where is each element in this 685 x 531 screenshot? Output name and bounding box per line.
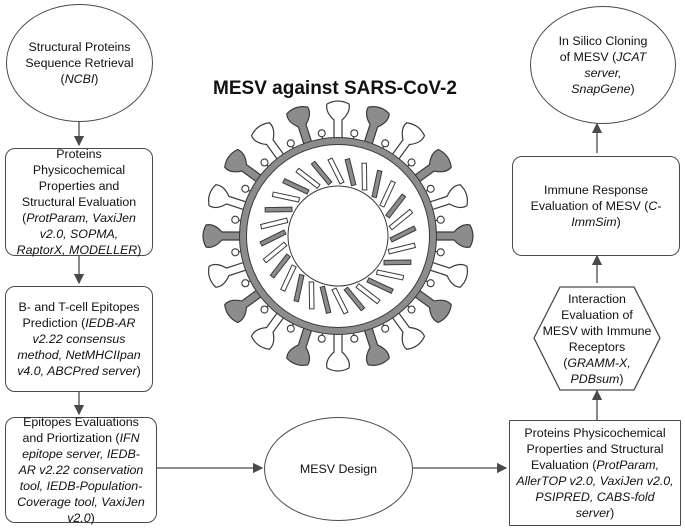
node-in-silico-cloning: In Silico Cloning of MESV (JCAT server, … <box>530 6 676 124</box>
coronavirus-icon <box>202 100 474 372</box>
node-epitope-prediction: B- and T-cell Epitopes Prediction (IEDB-… <box>5 286 153 392</box>
node-physicochemical-evaluation: Proteins Physicochemical Properties and … <box>5 147 153 257</box>
diagram-title: MESV against SARS-CoV-2 <box>213 78 457 99</box>
node-sequence-retrieval: Structural Proteins Sequence Retrieval (… <box>6 4 153 122</box>
node-epitope-evaluation: Epitopes Evaluations and Priortization (… <box>5 415 157 525</box>
node-mesv-design: MESV Design <box>264 417 413 521</box>
node-immune-response: Immune Response Evaluation of MESV (C-Im… <box>512 156 680 256</box>
node-interaction-evaluation: Interaction Evaluation of MESV with Immu… <box>520 286 674 391</box>
node-vaccine-evaluation: Proteins Physicochemical Properties and … <box>509 420 681 526</box>
